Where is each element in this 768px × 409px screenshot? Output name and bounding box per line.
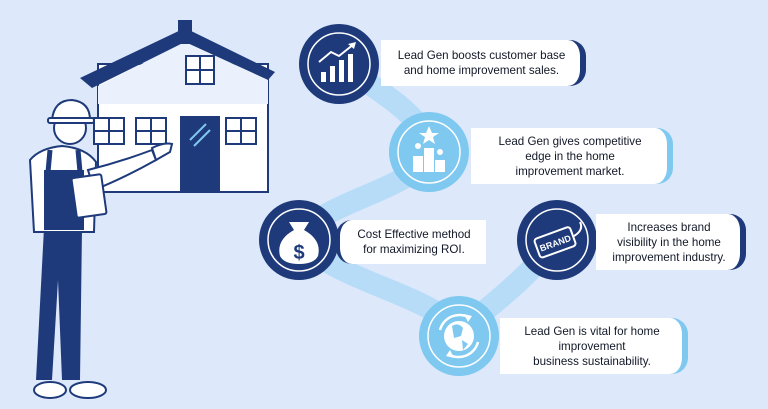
benefit-text-5: Lead Gen is vital for home improvement b… [524,324,660,368]
svg-text:$: $ [293,242,304,264]
benefit-card-4: Increases brand visibility in the home i… [596,214,744,270]
worker-illustration [28,98,174,399]
money-bag-dollar-icon: $ [259,200,339,280]
benefit-card-3: Cost Effective method for maximizing ROI… [336,220,486,264]
podium-star-icon [389,112,469,192]
benefit-text-4: Increases brand visibility in the home i… [612,220,726,264]
benefit-text-3: Cost Effective method for maximizing ROI… [357,228,471,256]
benefit-card-2: Lead Gen gives competitive edge in the h… [471,128,671,184]
benefit-text-1: Lead Gen boosts customer base and home i… [397,49,566,77]
house-illustration [80,20,275,193]
benefit-card-1: Lead Gen boosts customer base and home i… [381,40,584,86]
connector-path [287,54,566,345]
bar-chart-growth-icon [299,24,379,104]
globe-recycle-icon [419,296,499,376]
benefit-card-5: Lead Gen is vital for home improvement b… [500,318,686,374]
benefit-text-2: Lead Gen gives competitive edge in the h… [498,134,642,178]
brand-tag-icon: BRAND [517,200,597,280]
